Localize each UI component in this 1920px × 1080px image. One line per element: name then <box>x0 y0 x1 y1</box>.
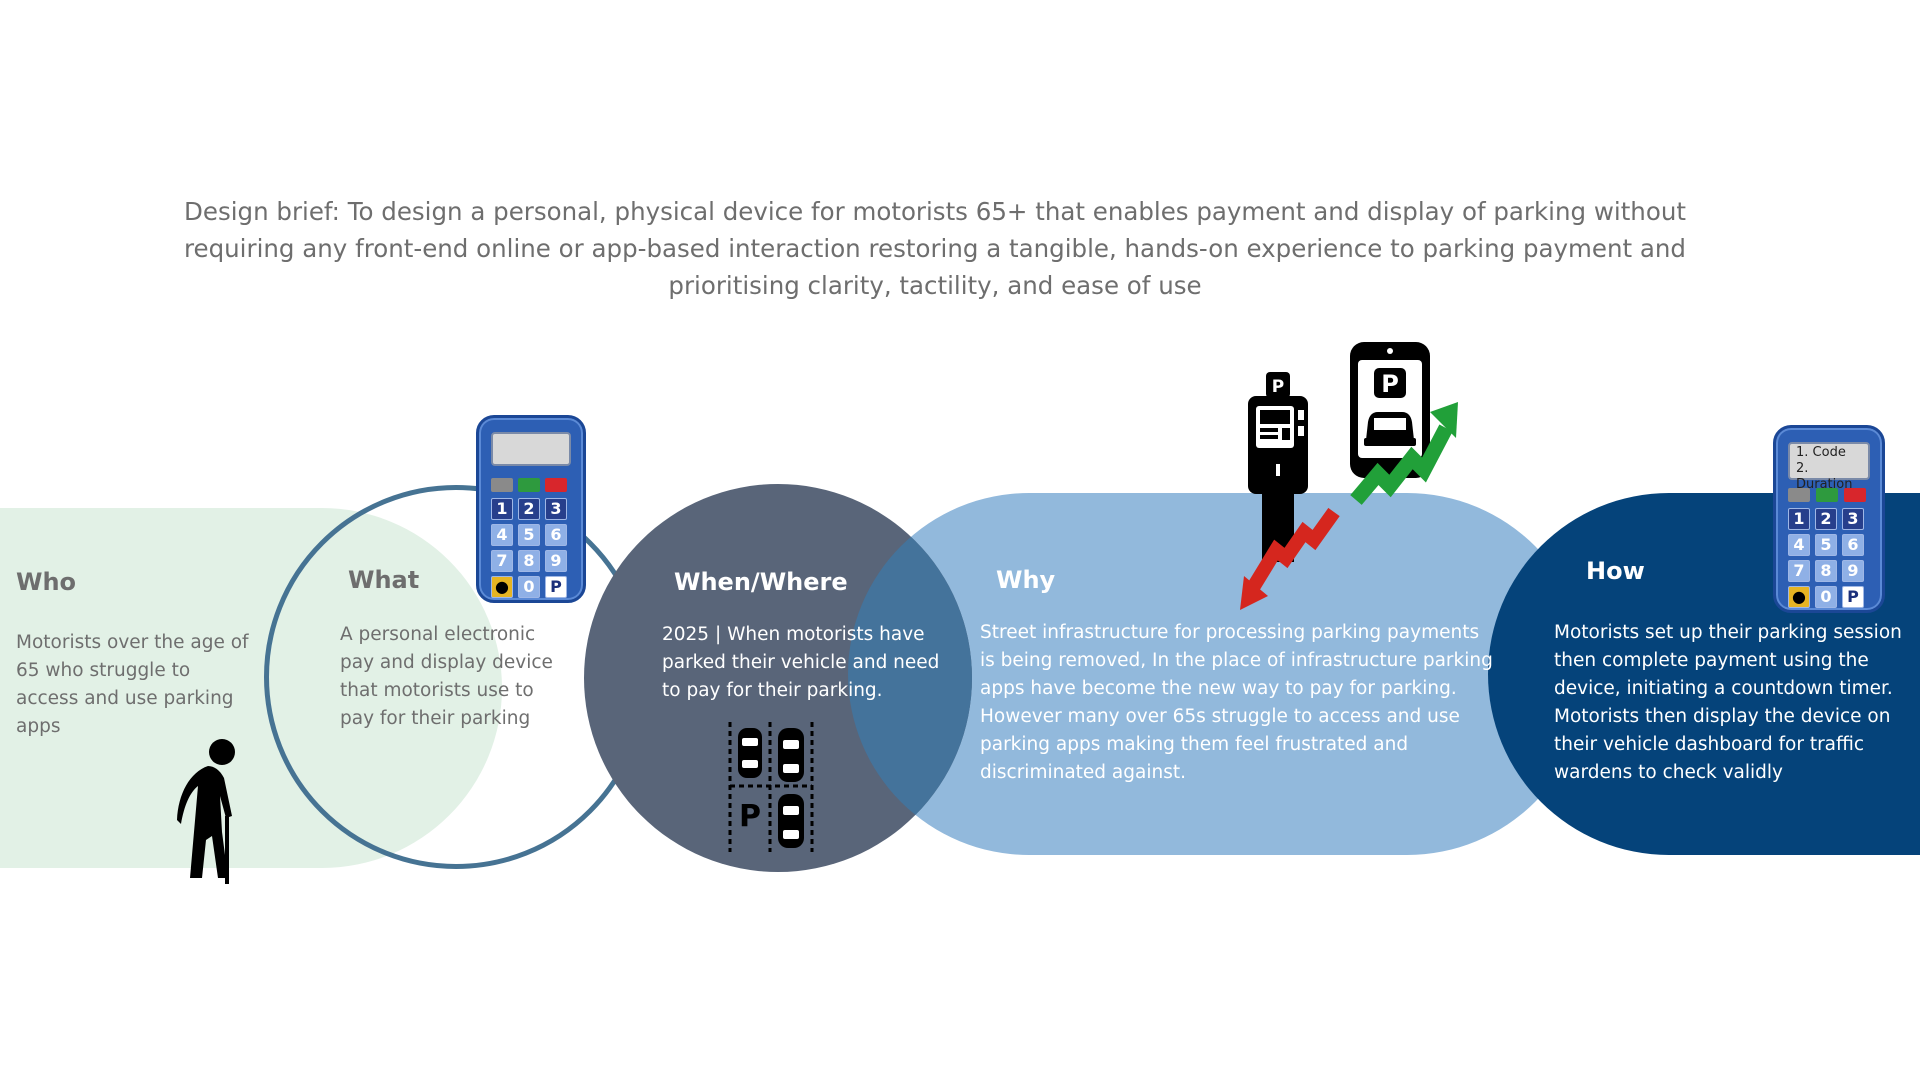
ok-key <box>1816 488 1838 502</box>
when-title: When/Where <box>674 568 848 596</box>
key-1: 1 <box>491 498 513 520</box>
key-2: 2 <box>1815 508 1837 530</box>
design-brief: Design brief: To design a personal, phys… <box>184 197 1686 300</box>
svg-text:P: P <box>739 799 761 834</box>
key-8: 8 <box>1815 560 1837 582</box>
key-4: 4 <box>1788 534 1810 556</box>
when-circle <box>584 484 972 872</box>
pay-device-screen-icon: 1. Code 2. Duration 1 2 3 4 5 6 7 8 9 ● … <box>1773 425 1885 613</box>
cancel-key <box>545 478 567 492</box>
coin-key: ● <box>1788 586 1810 608</box>
keypad: 1 2 3 4 5 6 7 8 9 ● 0 P <box>1788 508 1864 608</box>
key-5: 5 <box>1815 534 1837 556</box>
ok-key <box>518 478 540 492</box>
arrow-up-icon <box>1350 402 1458 505</box>
key-3: 3 <box>545 498 567 520</box>
parking-key: P <box>1842 586 1864 608</box>
key-3: 3 <box>1842 508 1864 530</box>
key-5: 5 <box>518 524 540 546</box>
key-0: 0 <box>1815 586 1837 608</box>
enter-key <box>1788 488 1810 502</box>
key-9: 9 <box>1842 560 1864 582</box>
what-title: What <box>348 566 420 594</box>
cancel-key <box>1844 488 1866 502</box>
device-screen <box>491 432 571 466</box>
why-title: Why <box>996 566 1056 594</box>
key-4: 4 <box>491 524 513 546</box>
elderly-person-icon <box>177 739 235 884</box>
keypad: 1 2 3 4 5 6 7 8 9 ● 0 P <box>491 498 567 598</box>
key-0: 0 <box>518 576 540 598</box>
key-7: 7 <box>491 550 513 572</box>
key-6: 6 <box>545 524 567 546</box>
why-body: Street infrastructure for processing par… <box>980 622 1493 783</box>
parking-phone-icon: P <box>1350 342 1430 478</box>
parking-lot-icon: P <box>728 722 814 852</box>
svg-text:P: P <box>1272 377 1284 397</box>
enter-key <box>491 478 513 492</box>
device-screen-text: 1. Code 2. Duration <box>1788 442 1870 492</box>
what-body: A personal electronic pay and display de… <box>340 624 553 729</box>
key-8: 8 <box>518 550 540 572</box>
who-title: Who <box>16 568 77 596</box>
key-1: 1 <box>1788 508 1810 530</box>
key-2: 2 <box>518 498 540 520</box>
how-body: Motorists set up their parking session t… <box>1554 622 1902 783</box>
when-body: 2025 | When motorists have parked their … <box>662 624 940 701</box>
key-7: 7 <box>1788 560 1810 582</box>
how-title: How <box>1586 557 1645 585</box>
key-9: 9 <box>545 550 567 572</box>
parking-key: P <box>545 576 567 598</box>
screen-line-duration: 2. Duration <box>1796 461 1853 492</box>
svg-text:P: P <box>1381 370 1399 398</box>
who-body: Motorists over the age of 65 who struggl… <box>16 632 249 737</box>
parking-meter-icon: P <box>1248 372 1308 562</box>
coin-key: ● <box>491 576 513 598</box>
key-6: 6 <box>1842 534 1864 556</box>
arrow-down-icon <box>1240 507 1340 610</box>
pay-device-icon: 1 2 3 4 5 6 7 8 9 ● 0 P <box>476 415 586 603</box>
screen-line-code: 1. Code <box>1796 445 1846 460</box>
